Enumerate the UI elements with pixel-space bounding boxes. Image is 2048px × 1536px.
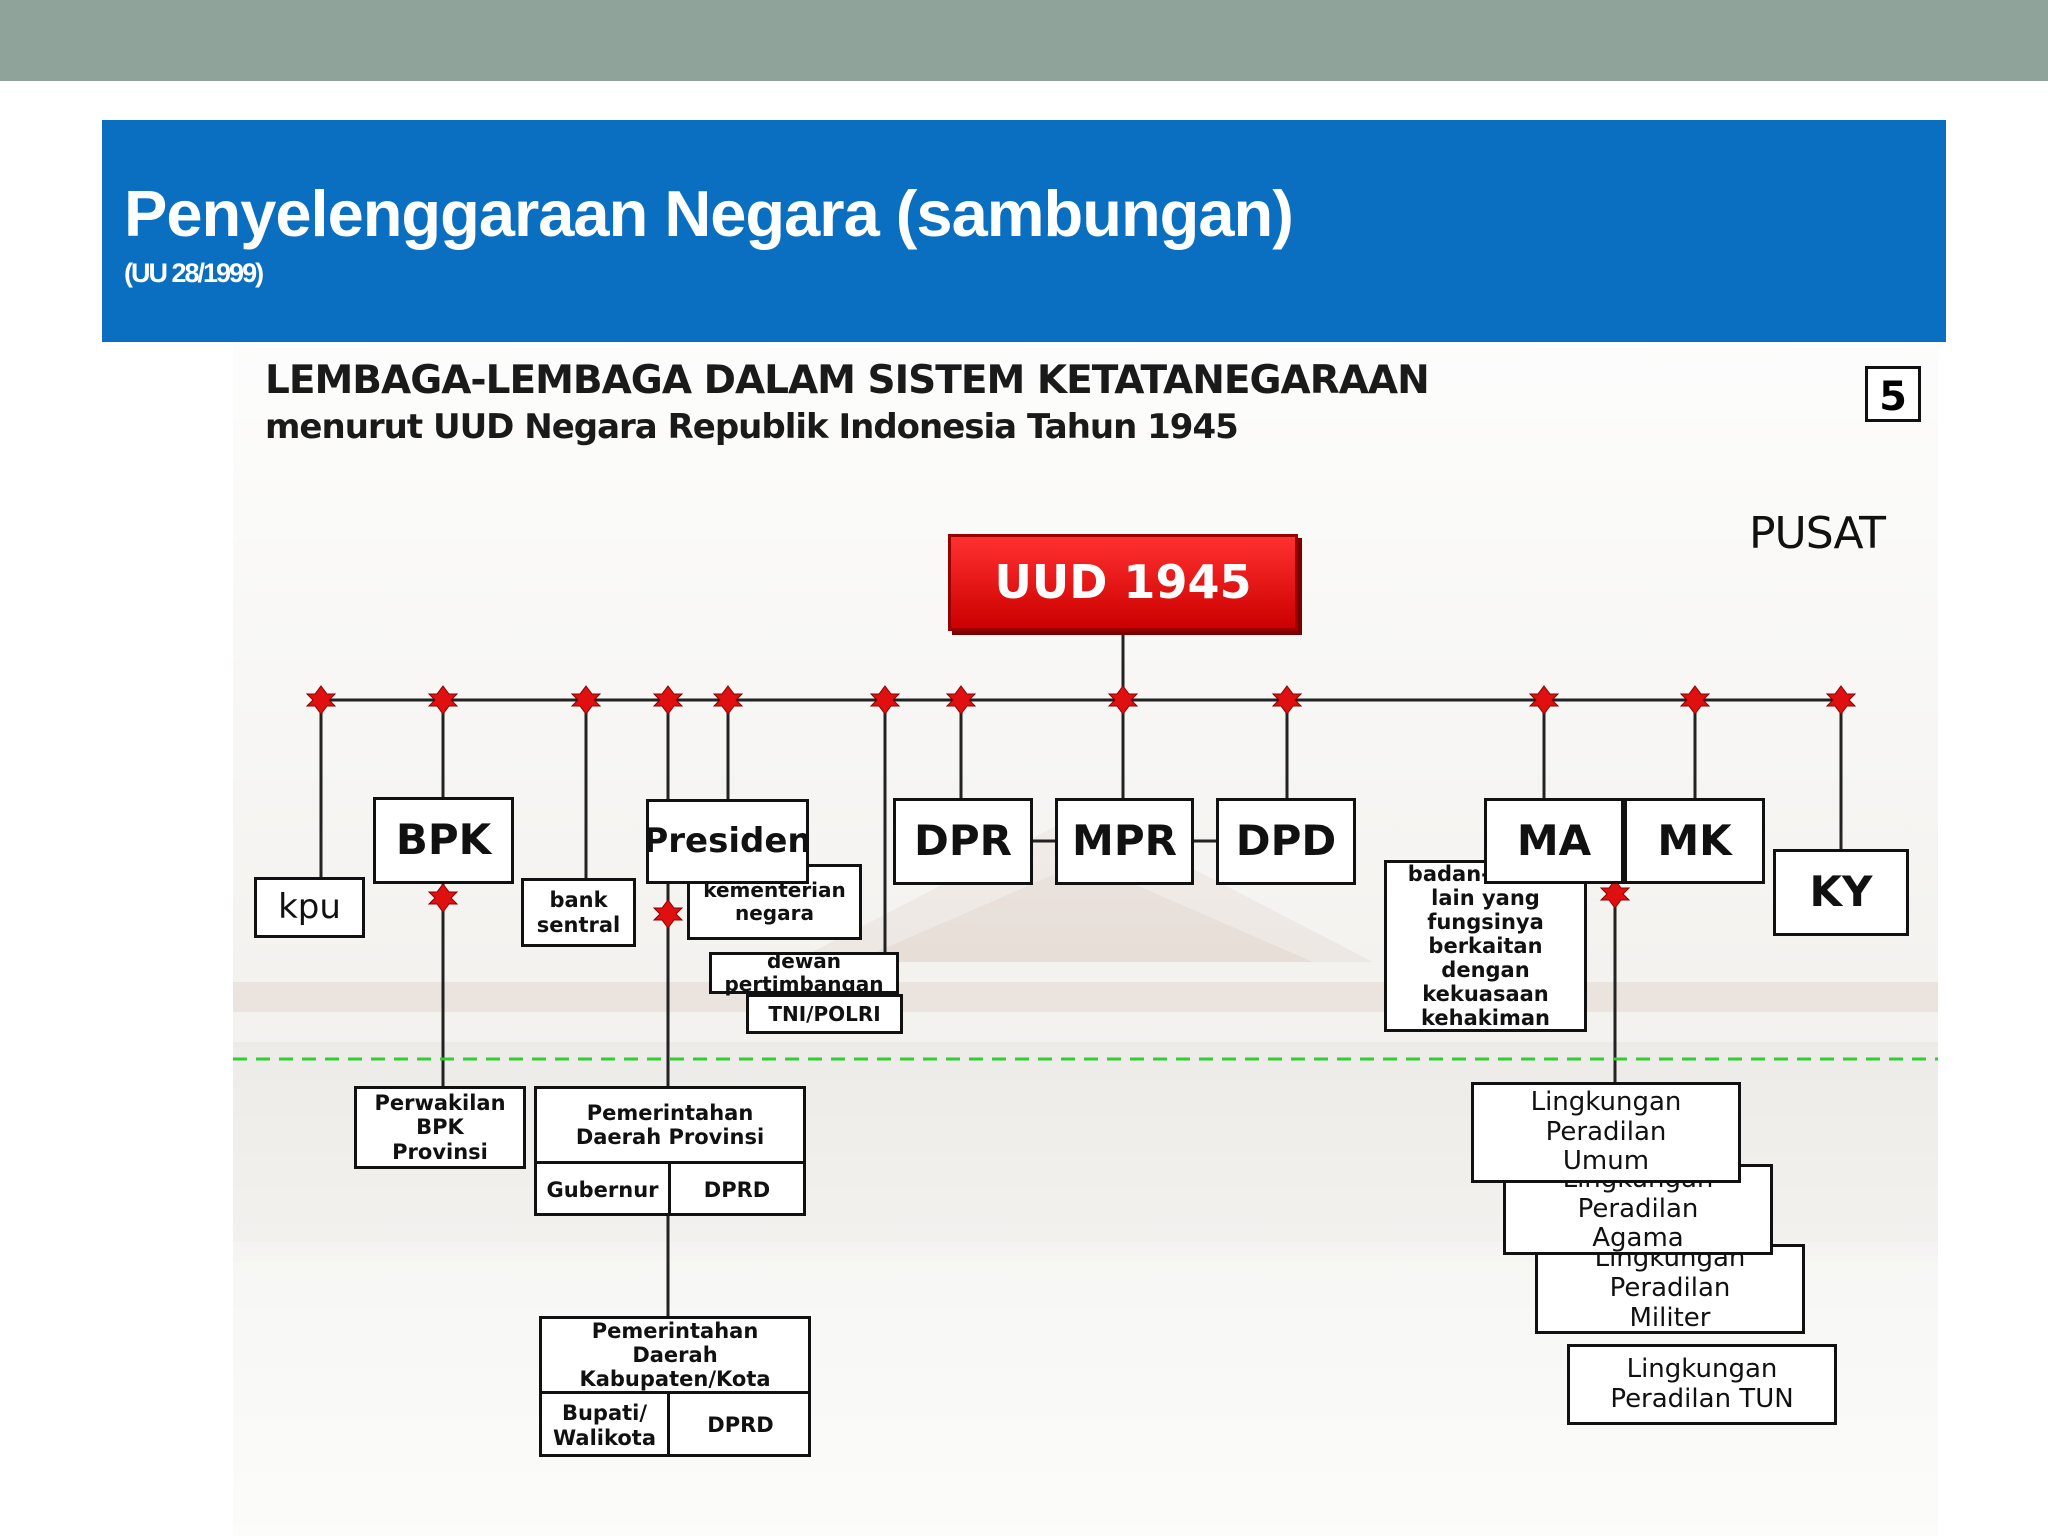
node-ma: MA bbox=[1484, 798, 1624, 884]
slide-number: 5 bbox=[1865, 366, 1921, 422]
node-ky: KY bbox=[1773, 849, 1909, 936]
title-banner bbox=[102, 120, 1946, 342]
node-bpk: BPK bbox=[373, 797, 514, 884]
junction-marker bbox=[1271, 685, 1303, 715]
junction-marker bbox=[1679, 685, 1711, 715]
junction-marker bbox=[652, 899, 684, 929]
top-bar bbox=[0, 0, 2048, 81]
junction-marker bbox=[712, 685, 744, 715]
cell-dprd-kabupaten: DPRD bbox=[707, 1413, 774, 1438]
node-perwakilan-bpk-provinsi: Perwakilan BPK Provinsi bbox=[354, 1086, 526, 1169]
node-mk: MK bbox=[1624, 798, 1765, 884]
junction-markers bbox=[305, 685, 1857, 929]
junction-marker bbox=[869, 685, 901, 715]
slide-subtitle: (UU 28/1999) bbox=[124, 258, 264, 288]
node-presiden: Presiden bbox=[643, 799, 812, 884]
pemda-provinsi-label: Pemerintahan Daerah Provinsi bbox=[537, 1089, 803, 1164]
junction-marker bbox=[427, 883, 459, 913]
org-chart: LEMBAGA-LEMBAGA DALAM SISTEM KETATANEGAR… bbox=[233, 342, 1938, 1536]
junction-marker bbox=[570, 685, 602, 715]
pemda-kabupaten-label: Pemerintahan Daerah Kabupaten/Kota bbox=[542, 1319, 808, 1394]
junction-marker bbox=[652, 685, 684, 715]
node-mpr: MPR bbox=[1055, 798, 1194, 885]
diagram-title: LEMBAGA-LEMBAGA DALAM SISTEM KETATANEGAR… bbox=[265, 358, 1430, 403]
level-label-pusat: PUSAT bbox=[1749, 508, 1886, 559]
node-peradilan-militer: Lingkungan Peradilan Militer bbox=[1535, 1243, 1805, 1334]
cell-bupati-walikota: Bupati/ Walikota bbox=[542, 1394, 670, 1457]
junction-marker bbox=[305, 685, 337, 715]
node-peradilan-umum: Lingkungan Peradilan Umum bbox=[1471, 1082, 1741, 1183]
node-kpu: kpu bbox=[254, 877, 365, 938]
node-peradilan-tun: Lingkungan Peradilan TUN bbox=[1567, 1344, 1837, 1425]
node-dpd: DPD bbox=[1216, 798, 1356, 885]
slide-title: Penyelenggaraan Negara (sambungan) bbox=[124, 177, 1294, 250]
node-tni-polri: TNI/POLRI bbox=[746, 994, 903, 1034]
root-node-uud-1945: UUD 1945 bbox=[948, 534, 1298, 631]
junction-marker bbox=[945, 685, 977, 715]
connector-lines bbox=[233, 631, 1938, 1316]
cell-dprd-provinsi: DPRD bbox=[703, 1177, 771, 1202]
node-badan-badan-lain: badan-badan lain yang fungsinya berkaita… bbox=[1384, 860, 1587, 1032]
node-pemda-provinsi: Pemerintahan Daerah Provinsi Gubernur DP… bbox=[534, 1086, 806, 1216]
junction-marker bbox=[1599, 879, 1631, 909]
cell-gubernur: Gubernur bbox=[537, 1164, 671, 1216]
junction-marker bbox=[1825, 685, 1857, 715]
junction-marker bbox=[1107, 685, 1139, 715]
junction-marker bbox=[427, 685, 459, 715]
node-dpr: DPR bbox=[893, 798, 1033, 885]
node-dewan-pertimbangan: dewan pertimbangan bbox=[709, 950, 899, 996]
node-pemda-kabupaten: Pemerintahan Daerah Kabupaten/Kota Bupat… bbox=[539, 1316, 811, 1457]
diagram-subtitle: menurut UUD Negara Republik Indonesia Ta… bbox=[265, 407, 1239, 447]
node-bank-sentral: bank sentral bbox=[521, 878, 636, 947]
junction-marker bbox=[1528, 685, 1560, 715]
